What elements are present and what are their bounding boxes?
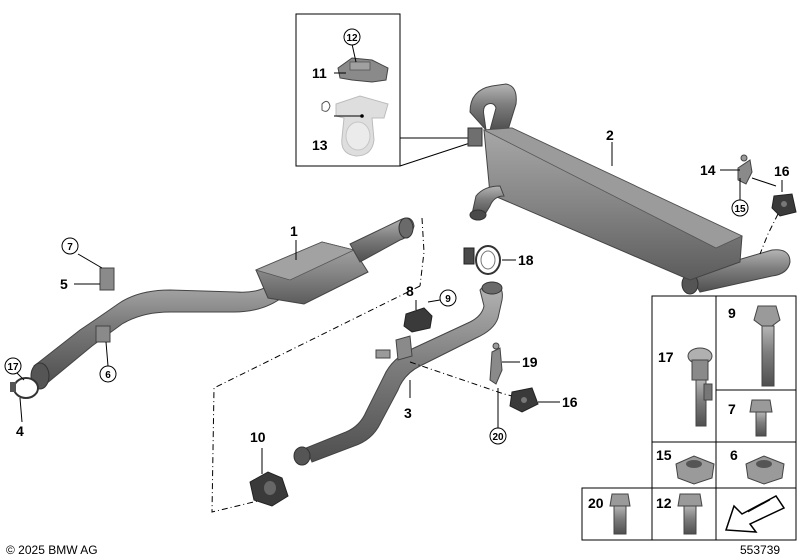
svg-text:15: 15 (734, 204, 746, 215)
svg-text:12: 12 (656, 495, 672, 511)
parts-table: 9 17 7 15 6 20 (581, 295, 797, 541)
callout-14: 14 (700, 162, 716, 178)
svg-text:9: 9 (445, 294, 451, 305)
svg-text:20: 20 (492, 432, 504, 443)
table-part-15-nut (675, 455, 715, 485)
svg-text:9: 9 (728, 305, 736, 321)
svg-text:11: 11 (312, 65, 327, 81)
callout-1: 1 (290, 223, 298, 239)
part-14-hanger-bracket (737, 154, 753, 185)
table-part-7-bolt (749, 399, 773, 437)
callout-13: 13 (312, 137, 328, 153)
callout-17: 17 (4, 357, 22, 375)
svg-text:10: 10 (250, 429, 266, 445)
part-19-hanger-bracket (489, 342, 503, 385)
svg-text:8: 8 (406, 283, 414, 299)
table-part-12-bolt (677, 493, 703, 535)
svg-text:2: 2 (606, 127, 614, 143)
part-13-hanger-faded (321, 95, 389, 157)
svg-text:12: 12 (346, 33, 358, 44)
part-8-rubber-mount (403, 307, 433, 333)
svg-text:1: 1 (290, 223, 298, 239)
callout-7: 7 (61, 237, 79, 255)
part-10-rubber-mount (249, 471, 289, 507)
svg-text:16: 16 (562, 394, 578, 410)
svg-text:6: 6 (730, 447, 738, 463)
table-part-9-bolt (753, 305, 781, 387)
part-3-intermediate-pipe (293, 281, 503, 466)
svg-text:4: 4 (16, 423, 24, 439)
copyright-text: © 2025 BMW AG (6, 543, 98, 557)
svg-text:6: 6 (105, 370, 111, 381)
callout-15: 15 (731, 199, 749, 217)
callout-5: 5 (60, 276, 68, 292)
part-18-clamp (463, 245, 501, 275)
table-part-17-clip (687, 347, 713, 427)
callout-9: 9 (439, 289, 457, 307)
svg-text:14: 14 (700, 162, 716, 178)
detail-inset-box: 11 12 13 (295, 13, 471, 167)
svg-text:19: 19 (522, 354, 538, 370)
table-part-20-bolt (609, 493, 631, 535)
callout-10: 10 (250, 429, 266, 445)
callout-19: 19 (522, 354, 538, 370)
diagram-id: 553739 (740, 543, 780, 557)
callout-16-top: 16 (774, 163, 790, 179)
callout-18: 18 (518, 252, 534, 268)
callout-2: 2 (606, 127, 614, 143)
callout-11: 11 (312, 65, 327, 81)
callout-8: 8 (406, 283, 414, 299)
part-4-clamp (10, 377, 39, 399)
svg-text:17: 17 (7, 362, 19, 373)
svg-text:7: 7 (728, 401, 736, 417)
svg-text:16: 16 (774, 163, 790, 179)
callout-12: 12 (343, 28, 361, 46)
table-part-6-nut (745, 455, 785, 485)
callout-6: 6 (99, 365, 117, 383)
svg-text:18: 18 (518, 252, 534, 268)
installation-direction-arrow-icon (724, 495, 786, 533)
part-2-rear-muffler (467, 83, 791, 295)
part-11-bracket (337, 57, 389, 83)
callout-3: 3 (404, 405, 412, 421)
callout-4: 4 (16, 423, 24, 439)
svg-text:7: 7 (67, 242, 73, 253)
callout-16-bottom: 16 (562, 394, 578, 410)
svg-text:5: 5 (60, 276, 68, 292)
svg-text:13: 13 (312, 137, 328, 153)
part-16-rubber-mount-top (771, 193, 797, 217)
callout-20: 20 (489, 427, 507, 445)
svg-text:17: 17 (658, 349, 674, 365)
part-1-front-pipe (30, 217, 415, 390)
part-16-rubber-mount-bottom (509, 387, 539, 413)
svg-text:20: 20 (588, 495, 604, 511)
svg-text:15: 15 (656, 447, 672, 463)
svg-text:3: 3 (404, 405, 412, 421)
